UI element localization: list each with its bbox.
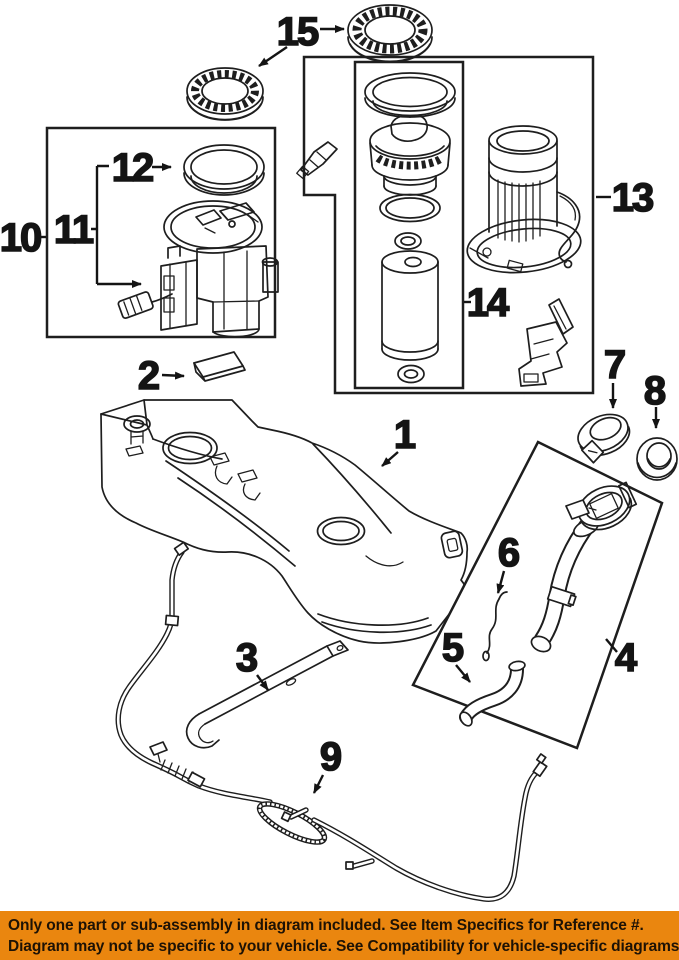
disclaimer-banner: Only one part or sub-assembly in diagram… bbox=[0, 911, 679, 960]
lock-ring-top-drawing bbox=[347, 4, 433, 63]
callout-13: 13 bbox=[596, 175, 656, 221]
nut-drawing bbox=[397, 364, 425, 384]
callout-1: 1 bbox=[381, 412, 419, 467]
callout-15: 15 bbox=[258, 9, 345, 67]
filler-neck-pipe-drawing bbox=[530, 481, 638, 653]
callout-6-label: 6 bbox=[498, 531, 519, 575]
hose-assembly-drawing bbox=[115, 541, 548, 902]
fuel-cap-drawing bbox=[577, 413, 631, 464]
o-ring-drawing bbox=[379, 193, 441, 223]
callout-14: 14 bbox=[464, 280, 513, 326]
disclaimer-line-2: Diagram may not be specific to your vehi… bbox=[8, 938, 679, 955]
callout-4-label: 4 bbox=[615, 636, 638, 680]
seal-ring-14-drawing bbox=[364, 72, 456, 118]
callout-3: 3 bbox=[235, 635, 269, 691]
callout-12: 12 bbox=[111, 145, 172, 191]
callout-14-label: 14 bbox=[467, 281, 510, 325]
callout-11-label: 11 bbox=[54, 208, 94, 252]
pump-module-box bbox=[45, 126, 277, 339]
callout-6: 6 bbox=[496, 530, 522, 594]
callout-8: 8 bbox=[643, 368, 669, 429]
filter-box bbox=[353, 60, 465, 390]
parts-diagram-canvas: 15 12 11 10 13 14 2 1 7 8 6 bbox=[0, 4, 678, 902]
small-ring-drawing bbox=[394, 232, 422, 250]
tank-strap-drawing bbox=[185, 640, 349, 749]
callout-2: 2 bbox=[137, 353, 185, 399]
callout-15-label: 15 bbox=[277, 10, 319, 54]
canister-drawing bbox=[466, 125, 582, 274]
callout-12-label: 12 bbox=[112, 146, 153, 190]
callout-9: 9 bbox=[312, 734, 344, 794]
callout-2-label: 2 bbox=[138, 354, 159, 398]
clip-part-drawing bbox=[296, 141, 338, 180]
callout-10-label: 10 bbox=[0, 216, 41, 260]
lock-ring-left-drawing bbox=[186, 67, 264, 121]
pump-assembly-box bbox=[302, 55, 595, 395]
callout-11: 11 bbox=[53, 164, 142, 288]
filler-hose-drawing bbox=[459, 660, 526, 727]
callout-3-label: 3 bbox=[236, 636, 257, 680]
callout-8-label: 8 bbox=[644, 369, 666, 413]
seal-ring-12-drawing bbox=[183, 144, 265, 196]
bracket-part-drawing bbox=[518, 298, 574, 387]
pump-head-drawing bbox=[369, 114, 451, 196]
disclaimer-line-1: Only one part or sub-assembly in diagram… bbox=[8, 917, 644, 934]
callout-7-label: 7 bbox=[604, 343, 625, 387]
callout-10: 10 bbox=[0, 215, 46, 261]
callout-9-label: 9 bbox=[320, 735, 341, 779]
fuel-tank-drawing bbox=[100, 399, 469, 644]
callout-5-label: 5 bbox=[442, 626, 464, 670]
filler-neck-box bbox=[411, 440, 664, 750]
callout-13-label: 13 bbox=[612, 176, 653, 220]
fuel-pump-module-drawing bbox=[117, 200, 279, 338]
insulator-pad-drawing bbox=[193, 351, 246, 382]
cap-seal-drawing bbox=[636, 437, 678, 481]
fuel-filter-drawing bbox=[381, 250, 439, 361]
callout-1-label: 1 bbox=[394, 413, 416, 457]
callout-7: 7 bbox=[603, 342, 628, 409]
